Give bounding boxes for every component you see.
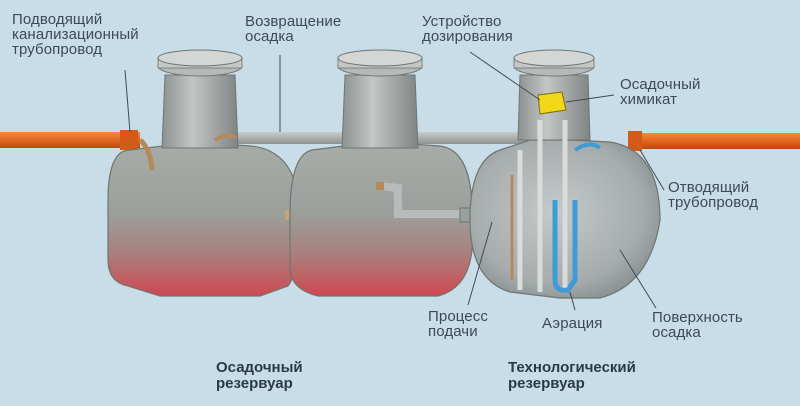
sludge-surface-label: Поверхность осадка [652,309,743,341]
process-tank-caption: Технологический резервуар [508,359,636,392]
dosing-device-label: Устройство дозирования [422,13,513,45]
outlet-pipe [628,131,800,151]
sedimentation-tank-caption: Осадочный резервуар [216,359,303,392]
feed-process-label: Процесс подачи [428,308,488,340]
sedimentation-tank-2 [289,49,491,297]
inlet-pipe-label: Подводящий канализационный трубопровод [12,11,139,58]
process-tank [469,49,661,299]
inlet-pipe [0,130,140,150]
aeration-label: Аэрация [542,315,603,332]
sedimentation-tank-1 [107,49,307,297]
sludge-return-label: Возвращение осадка [245,13,342,45]
leader-lines [124,51,665,311]
outlet-pipe-label: Отводящий трубопровод [668,179,759,211]
precipitant-label: Осадочный химикат [620,76,701,108]
